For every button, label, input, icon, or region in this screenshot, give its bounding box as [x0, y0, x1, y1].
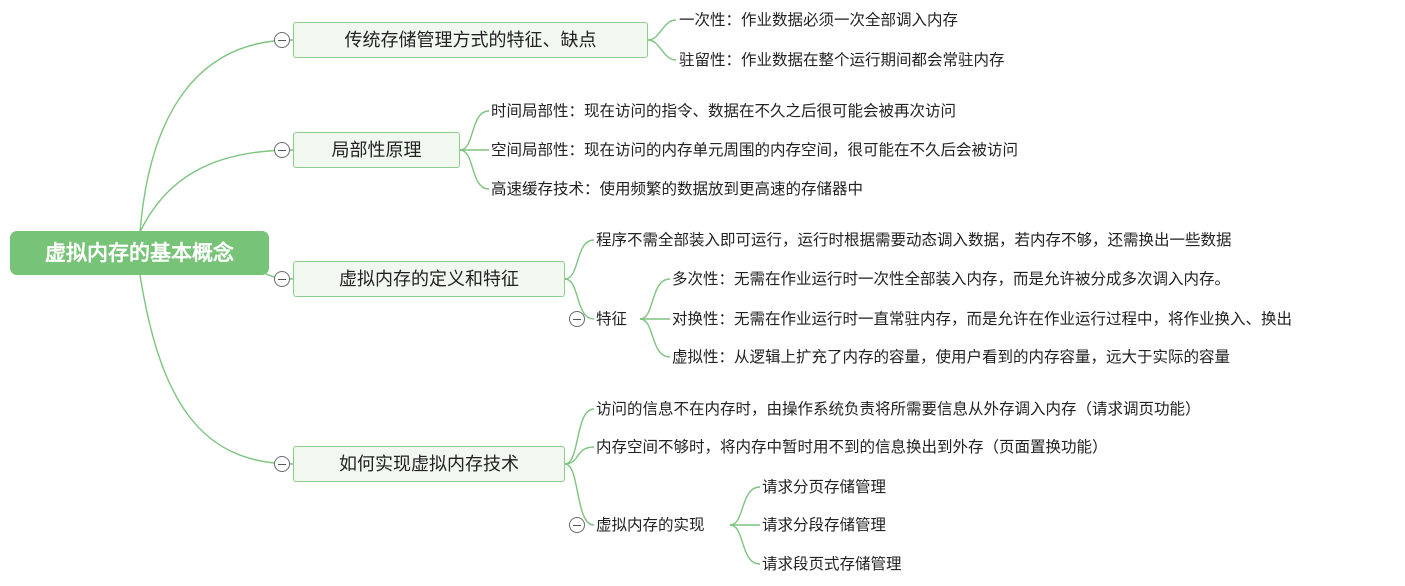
connector-root-b0 — [139, 39, 294, 233]
connector-root-b3 — [139, 274, 294, 465]
sub-implementation[interactable]: 虚拟内存的实现 — [596, 516, 705, 534]
connector-b3 — [564, 408, 595, 465]
branch-virtual-memory-definition[interactable]: 虚拟内存的定义和特征 — [293, 261, 565, 297]
leaf-virtuality[interactable]: 虚拟性：从逻辑上扩充了内存的容量，使用户看到的内存容量，远大于实际的容量 — [672, 348, 1231, 366]
connector-b3-sub — [729, 486, 761, 526]
branch-implementation[interactable]: 如何实现虚拟内存技术 — [293, 446, 565, 482]
connector-b3 — [564, 463, 595, 526]
connector-b0 — [647, 19, 677, 41]
sub-features[interactable]: 特征 — [596, 310, 628, 328]
leaf-resident[interactable]: 驻留性：作业数据在整个运行期间都会常驻内存 — [679, 51, 1005, 69]
branch-locality-principle[interactable]: 局部性原理 — [293, 132, 460, 168]
leaf-definition[interactable]: 程序不需全部装入即可运行，运行时根据需要动态调入数据，若内存不够，还需换出一些数… — [596, 231, 1232, 249]
collapse-icon[interactable] — [274, 456, 290, 472]
connector-b2 — [564, 278, 595, 320]
leaf-temporal-locality[interactable]: 时间局部性：现在访问的指令、数据在不久之后很可能会被再次访问 — [491, 102, 957, 120]
connector-b2 — [564, 239, 595, 280]
connector-b1 — [459, 110, 490, 151]
leaf-demand-segmentation[interactable]: 请求分段存储管理 — [762, 516, 887, 534]
leaf-page-replacement[interactable]: 内存空间不够时，将内存中暂时用不到的信息换出到外存（页面置换功能） — [596, 438, 1108, 456]
leaf-demand-paging[interactable]: 请求分页存储管理 — [762, 478, 887, 496]
collapse-icon[interactable] — [274, 271, 290, 287]
branch-traditional-storage[interactable]: 传统存储管理方式的特征、缺点 — [293, 22, 648, 58]
leaf-swappability[interactable]: 对换性：无需在作业运行时一直常驻内存，而是允许在作业运行过程中，将作业换入、换出 — [672, 310, 1293, 328]
leaf-page-request[interactable]: 访问的信息不在内存时，由操作系统负责将所需要信息从外存调入内存（请求调页功能） — [596, 400, 1201, 418]
connector-b0 — [647, 39, 677, 61]
root-node[interactable]: 虚拟内存的基本概念 — [10, 231, 269, 275]
leaf-demand-segment-paging[interactable]: 请求段页式存储管理 — [762, 555, 902, 573]
connector-b2-sub — [639, 278, 671, 320]
leaf-onetime[interactable]: 一次性：作业数据必须一次全部调入内存 — [679, 11, 959, 29]
connector-b1 — [459, 149, 490, 190]
collapse-icon[interactable] — [569, 517, 585, 533]
connector-b3 — [564, 446, 595, 465]
leaf-spatial-locality[interactable]: 空间局部性：现在访问的内存单元周围的内存空间，很可能在不久后会被访问 — [491, 141, 1019, 159]
connector-root-b1 — [139, 149, 294, 233]
collapse-icon[interactable] — [569, 311, 585, 327]
connector-b2-sub — [639, 318, 671, 358]
leaf-cache[interactable]: 高速缓存技术：使用频繁的数据放到更高速的存储器中 — [491, 180, 864, 198]
connector-b3-sub — [729, 524, 761, 565]
leaf-multiplicity[interactable]: 多次性：无需在作业运行时一次性全部装入内存，而是允许被分成多次调入内存。 — [672, 270, 1231, 288]
collapse-icon[interactable] — [274, 32, 290, 48]
collapse-icon[interactable] — [274, 142, 290, 158]
